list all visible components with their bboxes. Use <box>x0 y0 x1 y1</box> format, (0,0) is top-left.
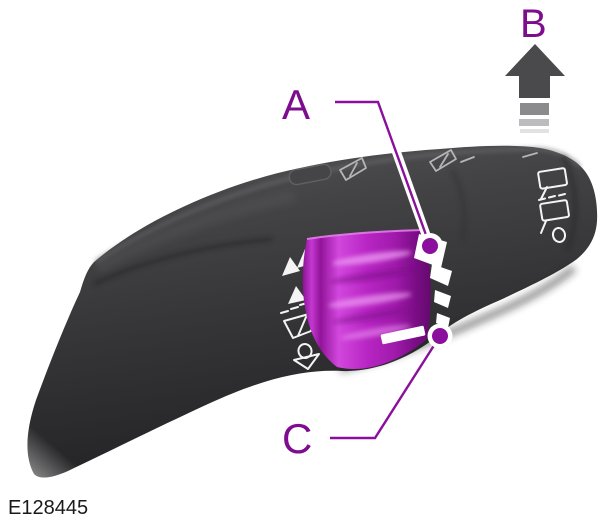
callout-c-dot <box>432 328 448 344</box>
callout-c: C <box>282 323 453 462</box>
callout-c-line <box>330 335 442 440</box>
callout-b-label: B <box>520 2 547 46</box>
collar-rib-highlight <box>332 250 412 266</box>
head-crease <box>450 169 466 241</box>
collar-rib-highlight <box>328 292 412 308</box>
wiper-intermittent-icon <box>280 302 317 339</box>
selector-pointer-icon <box>293 353 320 370</box>
handle-topface-light <box>95 190 297 274</box>
up-arrow-motion-bar-2 <box>519 119 549 126</box>
callout-a-dot <box>422 238 438 254</box>
handle-crease <box>93 237 273 286</box>
up-arrow-motion-bar-1 <box>520 103 549 115</box>
handle-tip-fade <box>0 400 150 527</box>
up-arrow-body <box>519 74 550 98</box>
stalk-top-highlight <box>95 147 581 264</box>
rear-wiper-intermittent-icon <box>538 193 570 234</box>
end-cap-crease <box>561 155 578 251</box>
callout-a-label: A <box>282 81 310 128</box>
collar-rib-groove <box>332 308 412 324</box>
top-dash-mark <box>522 152 538 158</box>
stalk-top-pad <box>288 163 332 186</box>
collar-index-mark <box>380 325 426 345</box>
collar-rib-highlight <box>340 324 412 340</box>
callout-a: A <box>282 81 443 259</box>
rear-wiper-off-icon <box>551 227 567 243</box>
up-arrow-icon <box>505 44 565 76</box>
washer-wipe-icon-2 <box>429 149 475 172</box>
callout-a-line <box>335 100 432 247</box>
rear-wiper-on-icon <box>537 167 568 200</box>
rotary-collar <box>302 229 431 369</box>
band-segment <box>430 264 452 286</box>
figure-code: E128445 <box>8 497 88 519</box>
up-arrow-motion-bar-3 <box>520 129 549 133</box>
wiper-low-speed-icon <box>288 286 306 304</box>
collar-top-edge-highlight <box>306 229 424 240</box>
collar-rib-groove <box>330 268 414 284</box>
washer-wipe-icon <box>339 157 367 181</box>
callout-b: B <box>505 2 565 133</box>
callout-c-label: C <box>282 415 312 462</box>
band-segment <box>434 290 451 308</box>
